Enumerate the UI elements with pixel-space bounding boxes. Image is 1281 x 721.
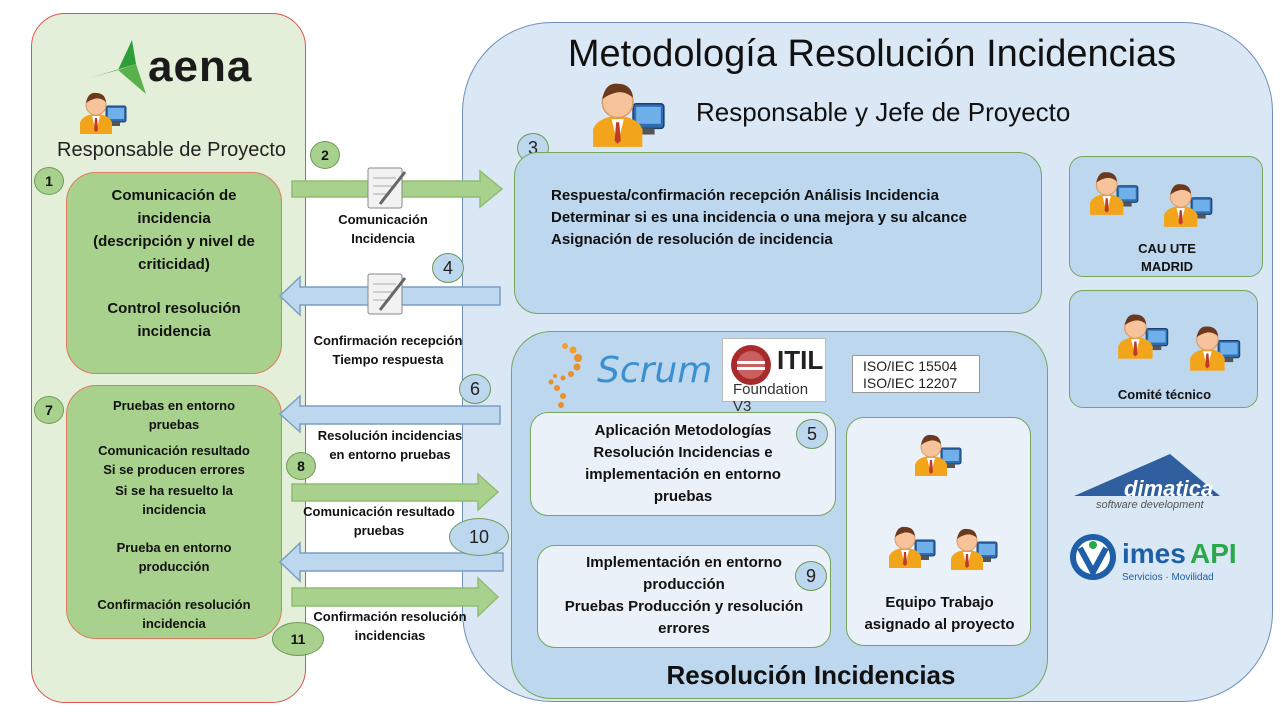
box3-line: Respuesta/confirmación recepción Análisi… xyxy=(551,187,939,204)
team-box: Equipo Trabajo asignado al proyecto xyxy=(846,417,1031,646)
arrow-2-label: Comunicación Incidencia xyxy=(318,210,448,248)
iso-line: ISO/IEC 15504 xyxy=(863,358,958,374)
box1-line: criticidad) xyxy=(138,256,210,273)
step-2-badge: 2 xyxy=(310,141,340,169)
arrow-label-line: Tiempo respuesta xyxy=(332,352,444,367)
box7-line: Si se producen errores xyxy=(103,462,245,477)
step-6-badge: 6 xyxy=(459,374,491,404)
box3-line: Asignación de resolución de incidencia xyxy=(551,231,833,248)
arrow-6-label: Resolución incidencias en entorno prueba… xyxy=(302,426,478,464)
arrow-label-line: Resolución incidencias xyxy=(317,428,463,443)
comite-box: Comité técnico xyxy=(1069,290,1258,408)
team-label-1: Equipo Trabajo xyxy=(885,594,994,611)
box7-line: Confirmación resolución xyxy=(97,597,251,612)
step-9-box: Implementación en entorno producción Pru… xyxy=(537,545,831,648)
step-4-badge: 4 xyxy=(432,253,464,283)
box1-line: Comunicación de xyxy=(111,187,237,204)
itil-subtext: Foundation V3 xyxy=(733,381,809,415)
cau-label-2: MADRID xyxy=(1141,259,1193,274)
step-8-badge: 8 xyxy=(286,452,316,480)
step-7-badge: 7 xyxy=(34,396,64,424)
resolution-title: Resolución Incidencias xyxy=(666,660,956,690)
arrow-8-label: Comunicación resultado pruebas xyxy=(290,502,468,540)
page-title: Metodología Resolución Incidencias xyxy=(567,33,1177,75)
box7-line: incidencia xyxy=(142,502,206,517)
imes-subtext: Servicios · Movilidad xyxy=(1122,572,1214,583)
arrow-label-line: Comunicación xyxy=(338,212,428,227)
iso-line: ISO/IEC 12207 xyxy=(863,375,958,391)
step-11-badge: 11 xyxy=(272,622,324,656)
box1-line: Control resolución xyxy=(107,300,241,317)
box7-line: pruebas xyxy=(148,417,200,432)
aena-logo-text: aena xyxy=(148,42,253,91)
page-subtitle: Responsable y Jefe de Proyecto xyxy=(696,97,1071,127)
client-role: Responsable de Proyecto xyxy=(57,139,287,161)
step-1-badge: 1 xyxy=(34,167,64,195)
arrow-4-label: Confirmación recepción Tiempo respuesta xyxy=(298,331,478,369)
box7-line: producción xyxy=(138,559,210,574)
box1-line: incidencia xyxy=(137,323,211,340)
scrum-logo: Scrum xyxy=(543,340,713,410)
step-3-box: Respuesta/confirmación recepción Análisi… xyxy=(514,152,1042,314)
box3-line: Determinar si es una incidencia o una me… xyxy=(551,209,968,226)
step-5-badge: 5 xyxy=(796,419,828,449)
step-9-badge: 9 xyxy=(795,561,827,591)
scrum-text: Scrum xyxy=(597,350,713,391)
arrow-10 xyxy=(278,541,504,583)
arrow-6 xyxy=(278,394,501,434)
arrow-label-line: Confirmación resolución xyxy=(313,609,467,624)
step-10-badge: 10 xyxy=(449,518,509,556)
api-text: API xyxy=(1190,538,1237,569)
box9-line: producción xyxy=(643,576,725,593)
box9-line: Implementación en entorno xyxy=(586,554,782,571)
aena-logo: aena xyxy=(88,40,268,96)
box5-line: Resolución Incidencias e xyxy=(593,444,773,461)
itil-text: ITIL xyxy=(777,345,824,375)
box5-line: Aplicación Metodologías xyxy=(594,422,772,439)
iso-logo: ISO/IEC 15504 ISO/IEC 12207 xyxy=(852,355,980,393)
arrow-11-label: Confirmación resolución incidencias xyxy=(300,607,480,645)
team-label-2: asignado al proyecto xyxy=(864,616,1015,633)
step-7-box: Pruebas en entorno pruebas Comunicación … xyxy=(66,385,282,639)
box5-line: implementación en entorno xyxy=(585,466,781,483)
step-5-box: Aplicación Metodologías Resolución Incid… xyxy=(530,412,836,516)
box1-line: (descripción y nivel de xyxy=(93,233,255,250)
arrow-label-line: incidencias xyxy=(354,628,426,643)
cau-box: CAU UTE MADRID xyxy=(1069,156,1263,277)
box7-line: Prueba en entorno xyxy=(116,540,232,555)
box7-line: incidencia xyxy=(142,616,206,631)
document-icon xyxy=(367,273,407,315)
imes-text: imes xyxy=(1122,538,1186,569)
arrow-label-line: Incidencia xyxy=(351,231,415,246)
box1-line: incidencia xyxy=(137,210,211,227)
dimatica-text: dimatica xyxy=(1124,476,1214,501)
box7-line: Si se ha resuelto la xyxy=(115,483,233,498)
box9-line: errores xyxy=(658,620,710,637)
box5-line: pruebas xyxy=(653,488,713,505)
imesapi-logo: imes API Servicios · Movilidad xyxy=(1068,532,1248,588)
arrow-label-line: en entorno pruebas xyxy=(329,447,451,462)
box7-line: Comunicación resultado xyxy=(98,443,250,458)
step-1-box: Comunicación de incidencia (descripción … xyxy=(66,172,282,374)
arrow-label-line: pruebas xyxy=(353,523,405,538)
arrow-label-line: Confirmación recepción xyxy=(313,333,463,348)
dimatica-subtext: software development xyxy=(1096,499,1204,511)
comite-label: Comité técnico xyxy=(1117,387,1212,402)
box9-line: Pruebas Producción y resolución xyxy=(564,598,804,615)
arrow-label-line: Comunicación resultado xyxy=(303,504,455,519)
dimatica-logo: dimatica software development xyxy=(1070,452,1230,516)
cau-label-1: CAU UTE xyxy=(1138,241,1196,256)
arrow-11 xyxy=(291,576,500,618)
itil-logo: ITIL Foundation V3 xyxy=(722,338,826,415)
document-icon xyxy=(367,167,407,209)
box7-line: Pruebas en entorno xyxy=(112,398,236,413)
arrow-8 xyxy=(291,472,500,512)
